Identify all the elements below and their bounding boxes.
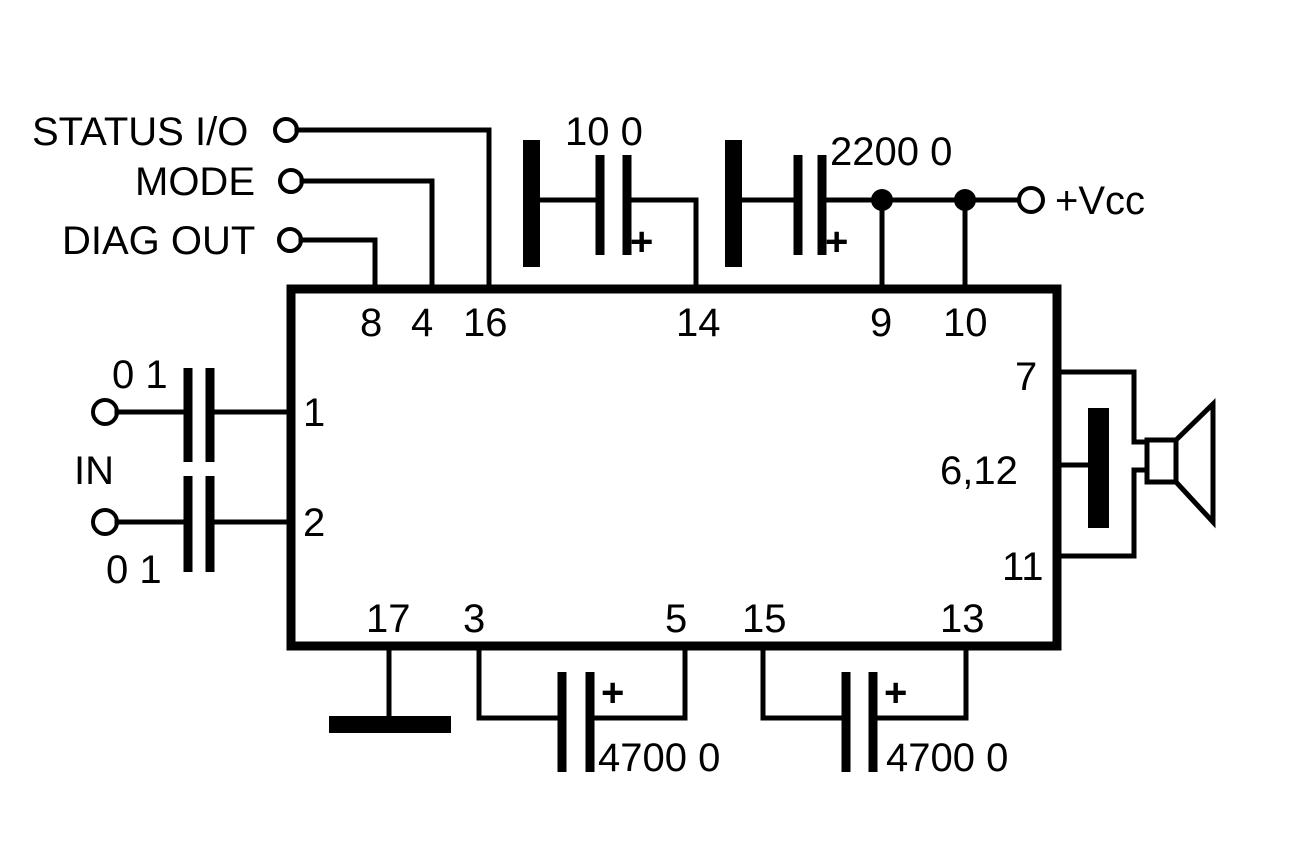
status-io-label: STATUS I/O (32, 110, 248, 154)
pin-17: 17 (366, 597, 411, 641)
cap-10-plus: + (630, 220, 653, 264)
input-2-net (91, 476, 294, 572)
speaker-icon (1144, 398, 1216, 529)
cap-15-13-plus: + (884, 671, 907, 715)
pin-14: 14 (676, 301, 721, 345)
pin-7: 7 (1015, 355, 1037, 399)
input-terminal-2 (91, 508, 119, 536)
pin-9: 9 (870, 301, 892, 345)
input-terminal-1 (91, 398, 119, 426)
capacitor-icon (476, 647, 688, 772)
pin-2: 2 (303, 501, 325, 545)
cap-3-5-plus: + (601, 671, 624, 715)
capacitor-icon (523, 140, 699, 292)
cap-2200-label: 2200 0 (830, 130, 952, 174)
pin-6-12: 6,12 (940, 449, 1018, 493)
diag-out-net (277, 227, 378, 292)
cap-3-5-label: 4700 0 (598, 736, 720, 780)
pin-1: 1 (303, 391, 325, 435)
cap-15-13-label: 4700 0 (886, 736, 1008, 780)
cap-10-label: 10 0 (565, 110, 643, 154)
pin-11: 11 (1002, 545, 1044, 589)
vcc-label: +Vcc (1055, 179, 1145, 223)
input-1-net (91, 368, 294, 462)
status-io-terminal (273, 117, 299, 143)
cap-2200-plate-curved (725, 140, 742, 267)
in-label: IN (74, 449, 114, 493)
output-filter-plate (1088, 408, 1109, 528)
pin-3: 3 (463, 597, 485, 641)
pin-10: 10 (943, 301, 988, 345)
pin-16: 16 (463, 301, 508, 345)
cap-2200-plus: + (825, 220, 848, 264)
cap-10-plate-curved (523, 140, 540, 267)
ground-icon (329, 647, 451, 733)
diag-out-terminal (277, 227, 303, 253)
mode-label: MODE (135, 160, 255, 204)
cap-in-bottom-label: 0 1 (106, 548, 162, 592)
vcc-terminal (1017, 186, 1045, 214)
capacitor-icon (725, 140, 1022, 267)
status-io-net (273, 117, 492, 292)
pin-5: 5 (665, 597, 687, 641)
diag-out-label: DIAG OUT (62, 219, 255, 263)
mode-terminal (278, 168, 304, 194)
pin-13: 13 (940, 597, 985, 641)
capacitor-icon (760, 647, 969, 772)
pin-4: 4 (411, 301, 433, 345)
pin-8: 8 (360, 301, 382, 345)
pin-15: 15 (742, 597, 787, 641)
mode-net (278, 168, 435, 292)
cap-in-top-label: 0 1 (112, 353, 168, 397)
